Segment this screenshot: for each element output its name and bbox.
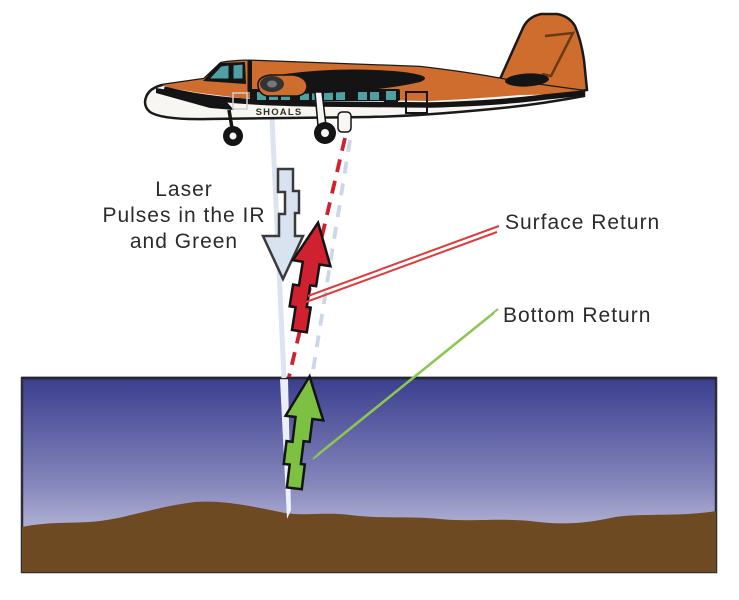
cabin-door — [405, 91, 428, 114]
surface-return-arrow — [288, 219, 333, 334]
engine-spinner — [267, 80, 277, 88]
laser-pulses-line2: Pulses in the IR — [102, 204, 266, 227]
bottom-return-leader — [312, 308, 499, 460]
laser-pulses-line1: Laser — [155, 178, 213, 201]
laser-pulse-down-arrow — [261, 167, 305, 282]
tail-fin-marking — [541, 31, 576, 78]
sensor-pod — [337, 111, 352, 133]
bottom-return-label: Bottom Return — [503, 304, 652, 327]
aircraft: SHOALS — [143, 12, 589, 146]
nose-stripe — [156, 88, 234, 110]
landing-gear — [223, 91, 336, 146]
horizontal-stabilizer — [505, 73, 549, 87]
bottom-return-arrow — [282, 373, 326, 491]
windshield-front — [207, 64, 230, 80]
surface-return-leader — [305, 225, 500, 303]
bottom-return-beam-dashed — [310, 139, 352, 378]
laser-pulses-line3: and Green — [129, 230, 239, 253]
windshield-side — [232, 63, 244, 80]
laser-pulses-label: Laser Pulses in the IR and Green — [74, 177, 294, 255]
aircraft-livery-text: SHOALS — [256, 107, 303, 118]
surface-return-label: Surface Return — [505, 211, 661, 234]
crew-door — [232, 92, 248, 110]
propeller-blade — [247, 60, 252, 92]
seafloor — [22, 501, 716, 572]
